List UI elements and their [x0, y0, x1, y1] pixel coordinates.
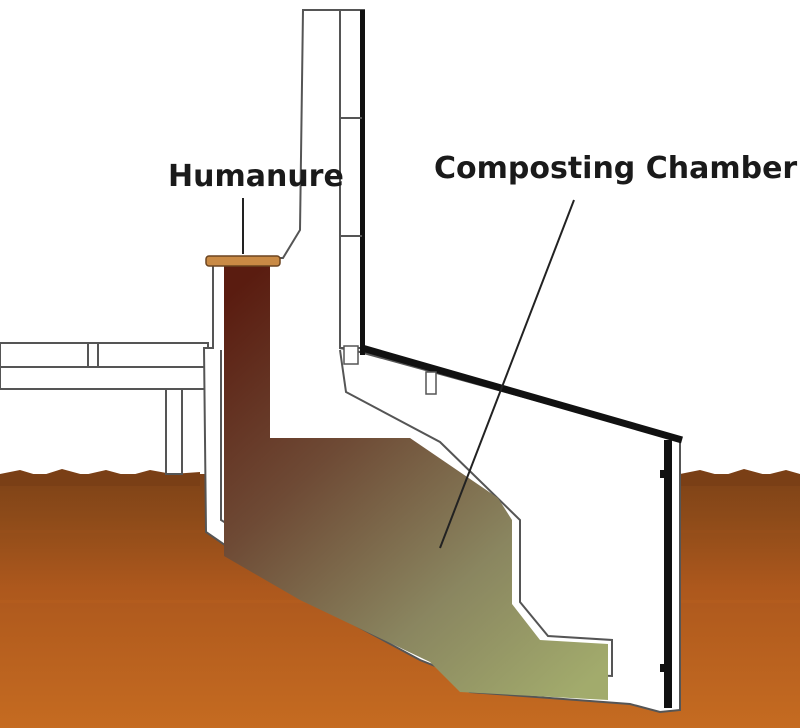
vent-pipe-edge: [360, 10, 365, 355]
toilet-lid: [205, 255, 281, 267]
deck: [0, 342, 209, 475]
chamber-roof: [361, 344, 683, 708]
deck-support: [165, 388, 183, 475]
deck-post: [87, 342, 99, 368]
soil-surface: [0, 469, 200, 486]
roof-line: [361, 344, 683, 444]
vent-stack: [339, 9, 365, 365]
soil-surface-right: [680, 469, 800, 486]
right-wall-tab-1: [660, 470, 672, 478]
humanure-label: Humanure: [168, 159, 344, 194]
roof-bracket: [425, 371, 437, 395]
compost-mass: [224, 266, 608, 700]
vent-base: [343, 345, 359, 365]
lid-plate: [205, 255, 281, 267]
deck-bottom-rail: [0, 366, 209, 390]
right-wall-tab-2: [660, 664, 672, 672]
deck-top-rail: [0, 342, 209, 368]
composting-chamber-leader-line: [439, 199, 575, 549]
right-wall-dark: [664, 440, 672, 708]
composting-chamber-label: Composting Chamber: [434, 151, 797, 186]
